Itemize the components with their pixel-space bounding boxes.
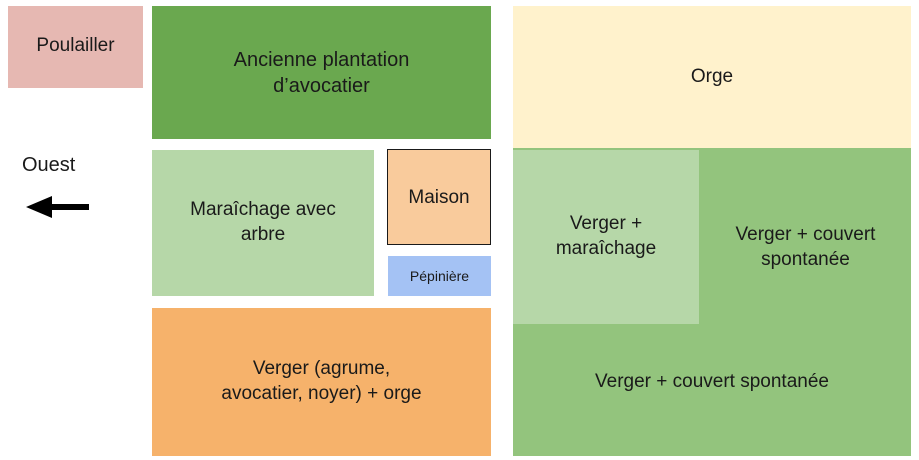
zone-verger-orge: Verger (agrume, avocatier, noyer) + orge — [152, 308, 491, 456]
zone-verger-orge-line-1: Verger (agrume, — [252, 358, 391, 380]
zone-maraichage-line-2: arbre — [240, 224, 286, 245]
zone-verger-maraichage-line-2: maraîchage — [555, 238, 657, 259]
zone-verger-orge-line-2: avocatier, noyer) + orge — [221, 383, 422, 404]
zone-maraichage: Maraîchage avec arbre — [152, 150, 374, 296]
zone-poulailler: Poulailler — [8, 6, 143, 88]
zone-maison-label: Maison — [408, 187, 470, 208]
zone-ancienne-plantation-line-1: Ancienne plantation — [233, 48, 410, 71]
zone-orge: Orge — [513, 6, 911, 149]
zone-pepiniere: Pépinière — [388, 256, 491, 296]
zone-verger-couvert-small-line-1: Verger + couvert — [735, 224, 876, 246]
zone-verger-couvert-large-label: Verger + couvert spontanée — [595, 371, 829, 392]
zone-poulailler-label: Poulailler — [36, 35, 115, 56]
zone-maraichage-line-1: Maraîchage avec — [190, 199, 336, 221]
zone-maison: Maison — [387, 149, 491, 245]
zone-orge-label: Orge — [690, 66, 734, 88]
zone-verger-maraichage: Verger + maraîchage — [513, 150, 699, 324]
zone-ancienne-plantation: Ancienne plantation d’avocatier — [152, 6, 491, 139]
compass-ouest-label: Ouest — [22, 154, 76, 176]
zone-verger-couvert-small-line-2: spontanée — [761, 249, 850, 270]
zone-pepiniere-label: Pépinière — [409, 267, 470, 284]
zone-verger-couvert-small: Verger + couvert spontanée — [700, 200, 911, 296]
zone-verger-maraichage-line-1: Verger + — [569, 213, 643, 235]
left-arrow-icon — [26, 196, 89, 218]
zone-ancienne-plantation-line-2: d’avocatier — [273, 74, 370, 97]
